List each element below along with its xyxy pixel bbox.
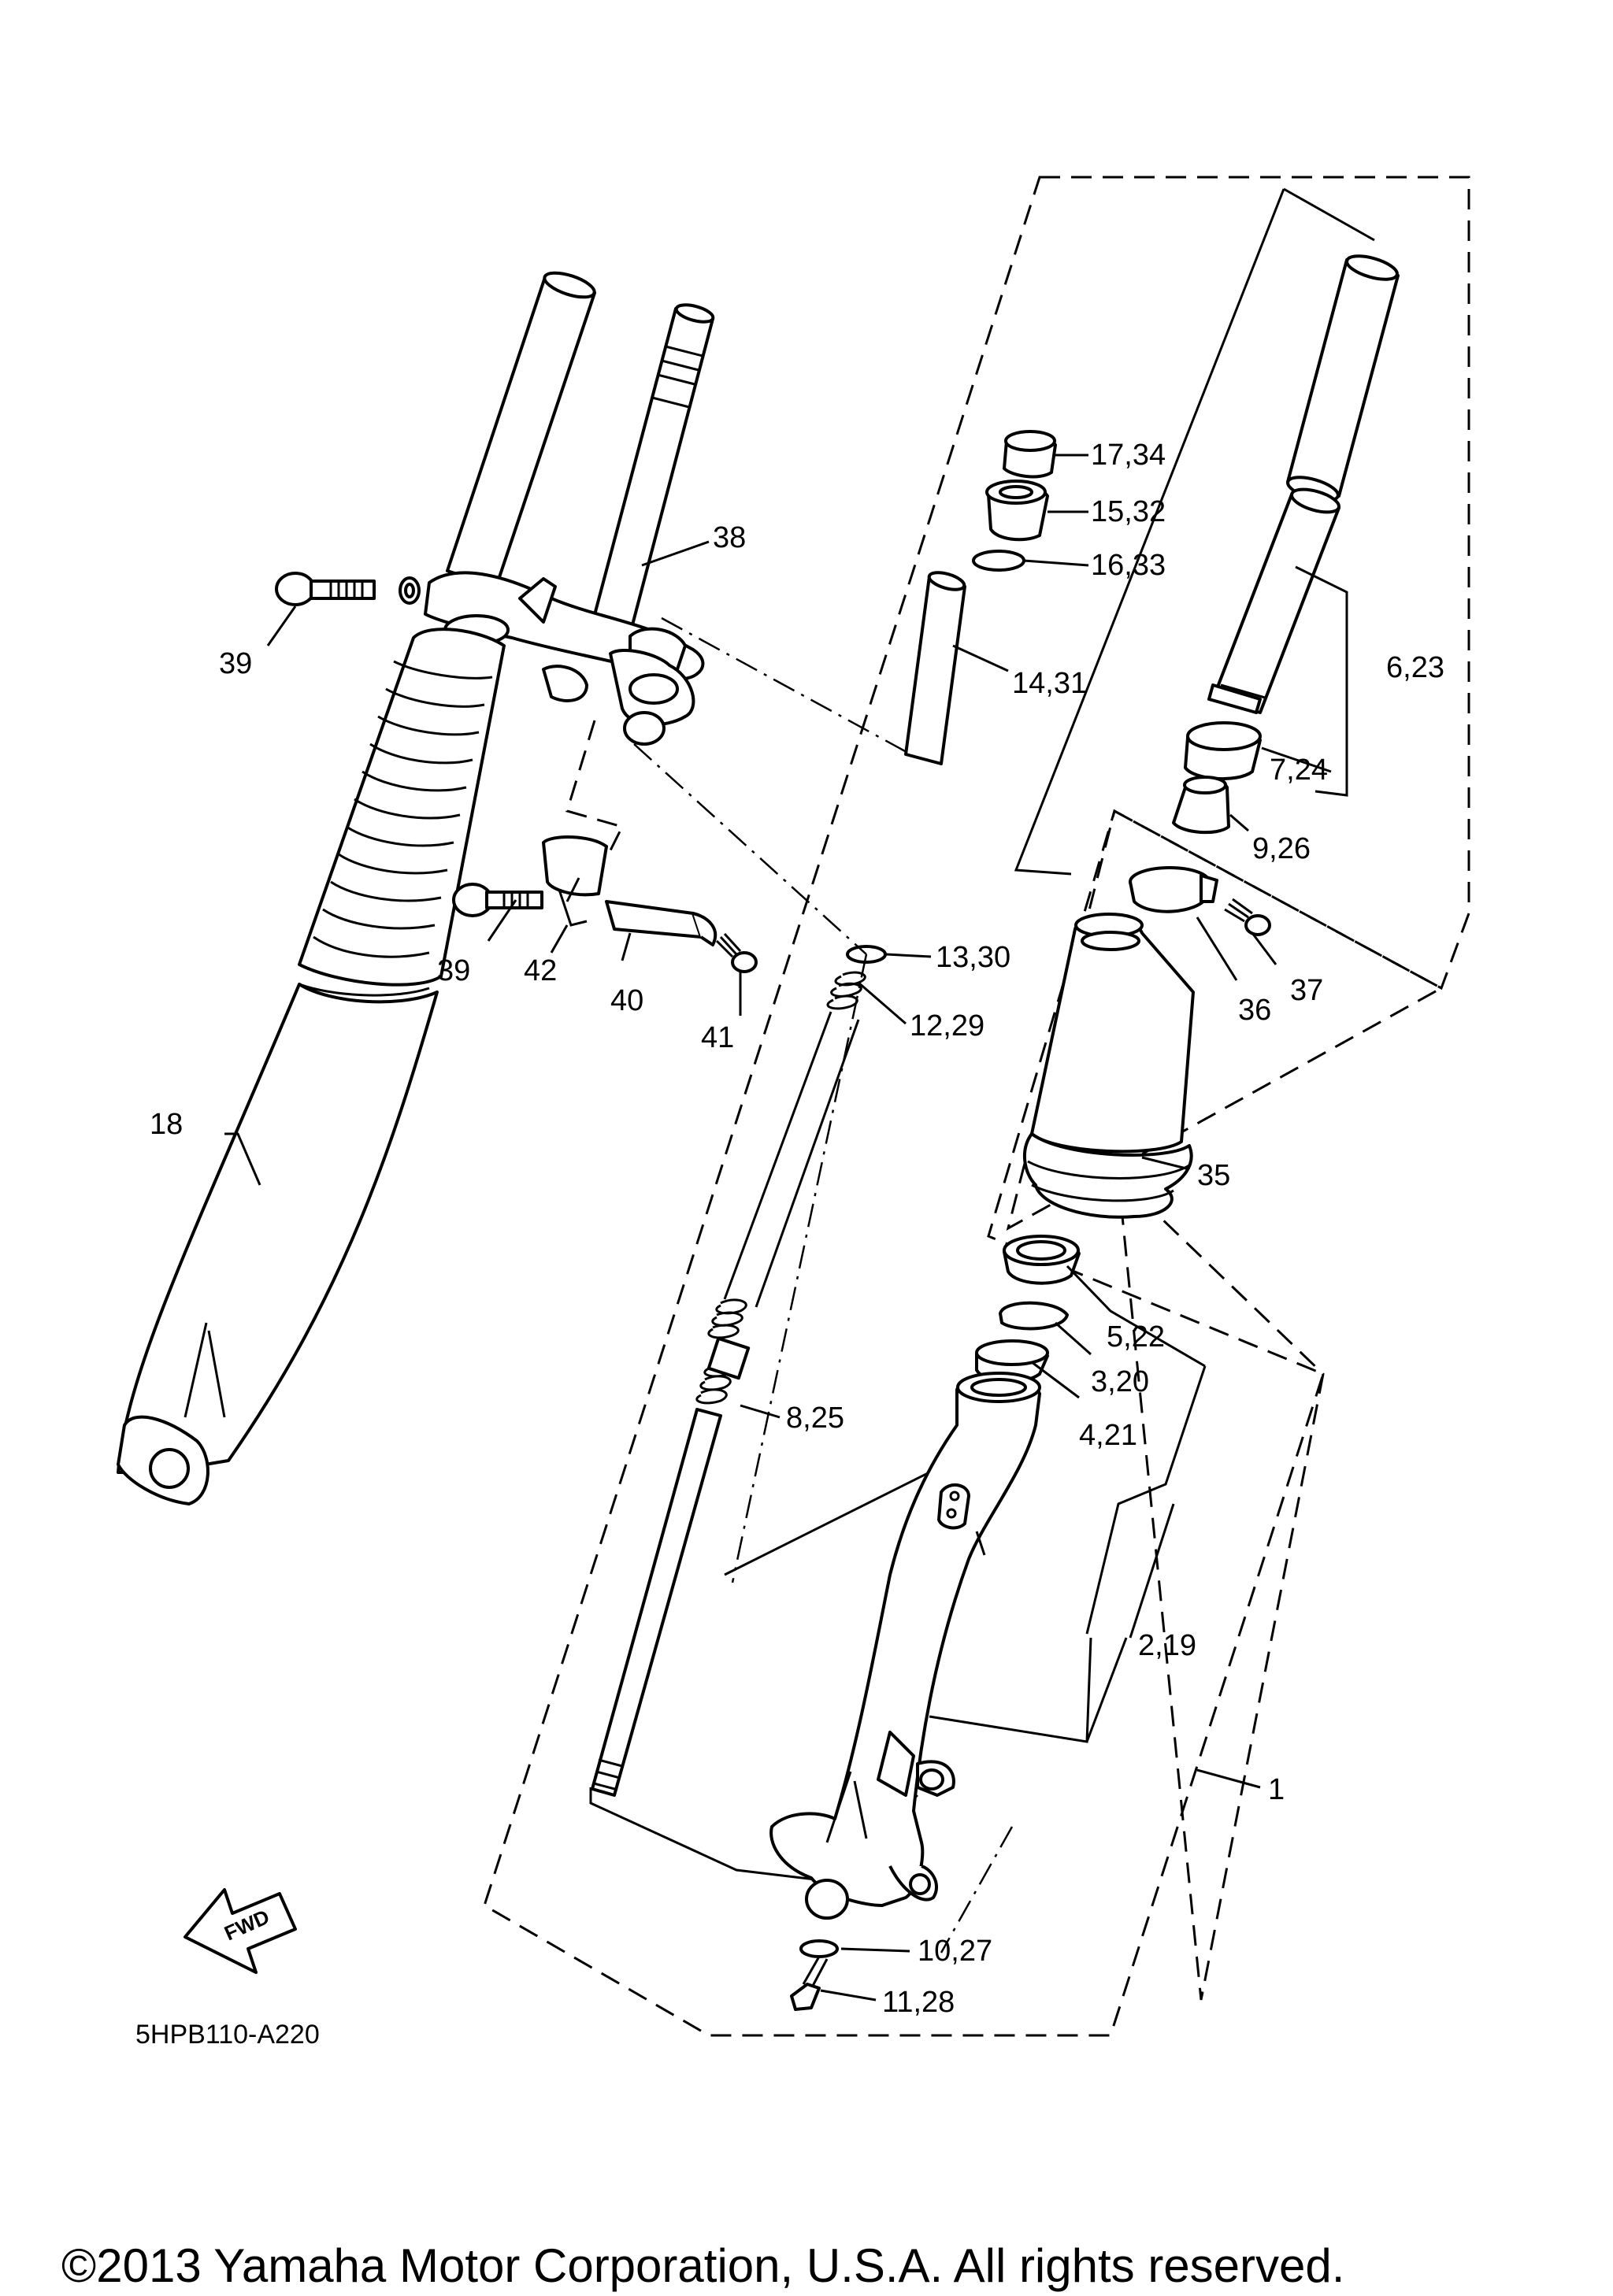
label-11-28: 11,28 [882, 1986, 955, 2019]
clamp-screw [715, 932, 758, 973]
label-40: 40 [610, 984, 643, 1017]
label-38: 38 [713, 521, 746, 554]
label-16-33: 16,33 [1091, 549, 1166, 582]
group-boundary-outer-tube-lower [1117, 1174, 1325, 2001]
spacer-pipe [904, 571, 966, 765]
boot-ribs [313, 660, 493, 958]
label-7-24: 7,24 [1270, 754, 1328, 787]
label-3-20: 3,20 [1091, 1365, 1149, 1398]
damper-bolt [790, 1956, 829, 2011]
damper-rod [591, 1336, 751, 1797]
fork-tube-left-upper [446, 276, 596, 588]
fork-seal-clip [1129, 866, 1218, 913]
label-2-19: 2,19 [1138, 1629, 1196, 1662]
label-4-21: 4,21 [1079, 1419, 1137, 1452]
fork-spring [707, 971, 866, 1339]
assembly-line-5 [940, 1826, 1014, 1953]
group-boundary-inner-tube [483, 176, 1470, 2037]
label-5-22: 5,22 [1107, 1320, 1165, 1354]
label-41: 41 [701, 1021, 734, 1054]
label-6-23: 6,23 [1386, 651, 1444, 684]
label-13-30: 13,30 [936, 941, 1010, 974]
label-9-26: 9,26 [1252, 832, 1311, 865]
slide-bushing [1184, 721, 1262, 781]
cap-bolt [1003, 430, 1057, 479]
oil-lock-piece [1172, 776, 1230, 835]
cap-collar [985, 480, 1049, 542]
copyright-notice: ©2013 Yamaha Motor Corporation, U.S.A. A… [61, 2239, 1344, 2292]
steering-stem [591, 307, 714, 635]
label-35: 35 [1197, 1159, 1230, 1192]
drain-washer [799, 1939, 839, 1958]
dust-boot [1022, 913, 1195, 1219]
label-39-upper: 39 [219, 647, 252, 680]
inner-tube-exploded [1207, 254, 1400, 714]
assembly-line-1 [661, 617, 914, 757]
label-17-34: 17,34 [1091, 439, 1166, 472]
label-8-25: 8,25 [786, 1402, 844, 1435]
fork-boot [298, 628, 506, 987]
pinch-bolt-upper [275, 572, 421, 606]
outer-tube-exploded [769, 1376, 1041, 1907]
label-15-32: 15,32 [1091, 495, 1166, 528]
assembly-line-2 [633, 743, 867, 955]
label-1: 1 [1268, 1773, 1285, 1806]
assembled-fork [117, 271, 715, 1505]
o-ring [972, 550, 1025, 572]
label-42: 42 [524, 954, 557, 987]
cable-guide [542, 835, 608, 897]
label-12-29: 12,29 [910, 1009, 984, 1042]
outer-tube-assembled [117, 983, 439, 1483]
label-18: 18 [150, 1108, 183, 1141]
pinch-bolt-middle [452, 883, 543, 917]
label-14-31: 14,31 [1012, 667, 1087, 700]
drawing-code: 5HPB110-A220 [135, 2020, 320, 2050]
forward-direction-arrow: FWD [184, 1888, 297, 1974]
oil-seal [1003, 1235, 1081, 1285]
leader-lines [224, 454, 1348, 2002]
label-39-middle: 39 [437, 954, 470, 987]
clip-screw [1224, 898, 1271, 936]
circlip [999, 1301, 1069, 1331]
hose-clamp [605, 900, 703, 939]
assembly-line-3 [731, 954, 868, 1583]
label-10-27: 10,27 [918, 1935, 992, 1968]
label-36: 36 [1238, 994, 1271, 1027]
label-37: 37 [1290, 974, 1323, 1007]
